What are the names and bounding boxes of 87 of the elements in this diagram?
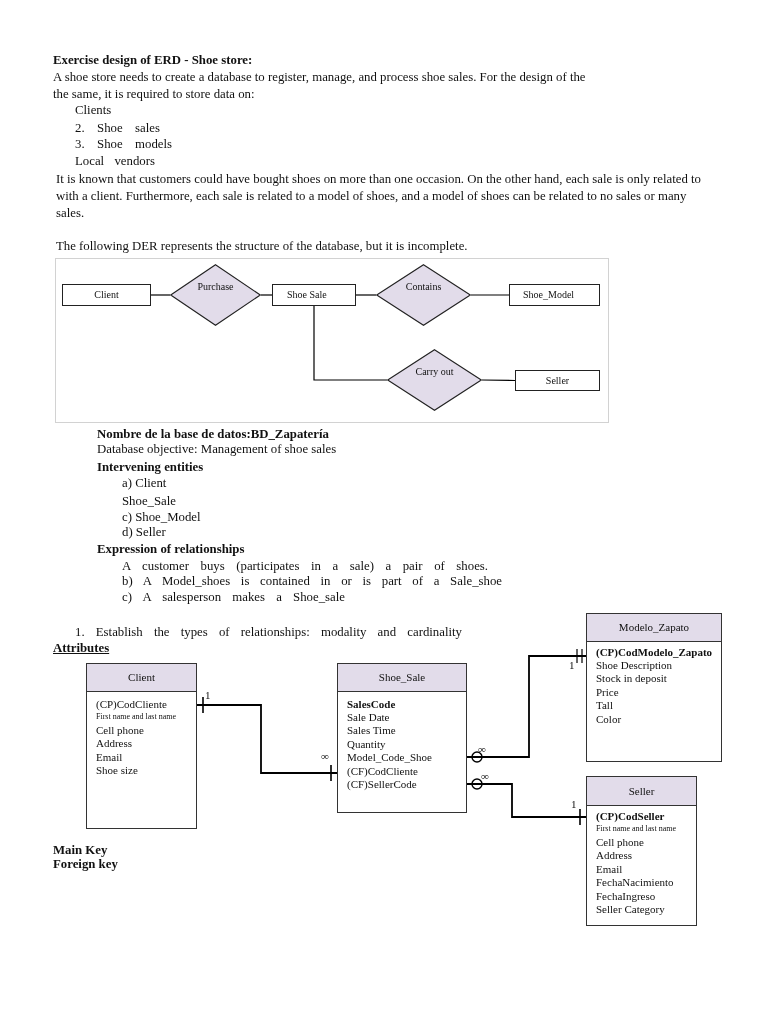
entity-table xyxy=(337,663,467,813)
connector-line xyxy=(313,305,388,381)
list-item: c) A salesperson makes a Shoe_sale xyxy=(122,588,345,606)
entity-box xyxy=(272,284,356,306)
cardinality-label: 1 xyxy=(571,798,577,810)
relationship-diamond xyxy=(376,264,471,326)
connector-line xyxy=(150,294,171,296)
connector-line xyxy=(260,294,273,296)
entity-name: Shoe_Model xyxy=(523,289,575,301)
document-title: Exercise design of ERD - Shoe store: xyxy=(53,51,253,69)
cardinality-label: ∞ xyxy=(478,743,486,755)
relationship-name: Contains xyxy=(405,281,442,293)
list-item: c) Shoe_Model xyxy=(122,508,201,526)
table-header: Modelo_Zapato xyxy=(587,614,721,642)
connector-line xyxy=(470,294,510,296)
attribute-text: Color xyxy=(596,712,622,726)
attribute-text: Address xyxy=(596,849,633,863)
section-heading: Intervening entities xyxy=(97,458,204,476)
entity-table xyxy=(586,776,697,926)
list-item: a) Client xyxy=(122,474,167,492)
list-item: 3. Shoe models xyxy=(75,135,172,153)
attribute-text: Quantity xyxy=(347,737,386,752)
attribute-text: Address xyxy=(96,737,133,751)
attribute-text: SalesCode xyxy=(347,697,396,711)
entity-table xyxy=(86,663,197,829)
attribute-text: (CP)CodCliente xyxy=(96,697,167,711)
list-item: d) Seller xyxy=(122,524,166,541)
entity-box xyxy=(509,284,600,306)
attribute-text: First name and last name xyxy=(96,710,176,722)
list-item: A customer buys (participates in a sale) a pair of shoes. xyxy=(122,557,488,575)
attribute-text: Email xyxy=(96,750,123,765)
paragraph-text: The following DER represents the structure of the database, but it is incomplete. xyxy=(56,237,468,255)
attribute-text: Cell phone xyxy=(96,723,144,738)
attribute-text: Sale Date xyxy=(347,710,390,725)
relationship-diamond xyxy=(387,349,482,411)
section-heading: Attributes xyxy=(53,639,110,657)
paragraph-text: Database objective: Management of shoe sales xyxy=(97,441,337,458)
attribute-text: Email xyxy=(596,862,623,877)
attribute-text: FechaIngreso xyxy=(596,889,656,903)
list-item: 1. Establish the types of relationships: modality and cardinality xyxy=(75,623,462,641)
list-item: Clients xyxy=(75,101,112,119)
entity-table xyxy=(586,613,722,762)
connector-line xyxy=(466,778,587,825)
entity-box xyxy=(515,370,600,391)
table-header: Seller xyxy=(587,777,696,806)
connector-line xyxy=(466,649,587,763)
attribute-text: Cell phone xyxy=(596,835,644,850)
entity-box xyxy=(62,284,151,306)
entity-name: Client xyxy=(94,289,119,301)
attribute-text: Price xyxy=(596,685,619,700)
attribute-text: (CP)CodSeller xyxy=(596,809,665,823)
table-header: Client xyxy=(87,664,196,692)
connector-line xyxy=(196,697,338,781)
section-heading: Expression of relationships xyxy=(97,540,245,558)
cardinality-label: ∞ xyxy=(321,750,329,762)
attribute-text: Shoe size xyxy=(96,764,138,778)
attribute-text: Seller Category xyxy=(596,902,665,917)
attribute-text: Tall xyxy=(596,699,613,713)
attribute-text: Sales Time xyxy=(347,724,396,738)
attribute-text: Stock in deposit xyxy=(596,672,667,686)
paragraph-text: It is known that customers could have bought shoes on more than one occasion. On the other hand, each sale is only related to with a client. Furthermore, each sale is related to a model of shoes, and a model of shoes can be related to no sales or many sales. xyxy=(56,170,702,222)
attribute-text: (CF)CodCliente xyxy=(347,764,418,778)
list-item: Local vendors xyxy=(75,152,155,170)
list-item: b) A Model_shoes is contained in or is part of a Sale_shoe xyxy=(122,573,502,590)
key-note: Foreign key xyxy=(53,856,118,873)
paragraph-text: A shoe store needs to create a database to register, manage, and process shoe sales. For the design of the the same, it is required to store data on: xyxy=(53,68,587,103)
list-item: Shoe_Sale xyxy=(122,492,177,510)
cardinality-label: 1 xyxy=(569,659,575,671)
attribute-text: (CF)SellerCode xyxy=(347,777,417,792)
connector-line xyxy=(355,294,377,296)
cardinality-label: 1 xyxy=(205,689,211,701)
list-item: 2. Shoe sales xyxy=(75,119,160,137)
key-note: Main Key xyxy=(53,841,108,859)
relationship-name: Carry out xyxy=(415,366,454,378)
attribute-text: First name and last name xyxy=(596,822,676,834)
entity-name: Seller xyxy=(545,374,570,387)
attribute-text: FechaNacimiento xyxy=(596,876,674,890)
relationship-name: Purchase xyxy=(197,281,234,293)
relationship-diamond xyxy=(170,264,261,326)
table-header: Shoe_Sale xyxy=(338,664,466,692)
cardinality-label: ∞ xyxy=(481,770,489,782)
section-heading: Nombre de la base de datos:BD_Zapatería xyxy=(97,425,329,443)
connector-line xyxy=(481,379,516,382)
entity-name: Shoe Sale xyxy=(287,289,327,301)
attribute-text: Shoe Description xyxy=(596,658,673,673)
attribute-text: Model_Code_Shoe xyxy=(347,751,432,765)
attribute-text: (CP)CodModelo_Zapato xyxy=(596,645,713,659)
